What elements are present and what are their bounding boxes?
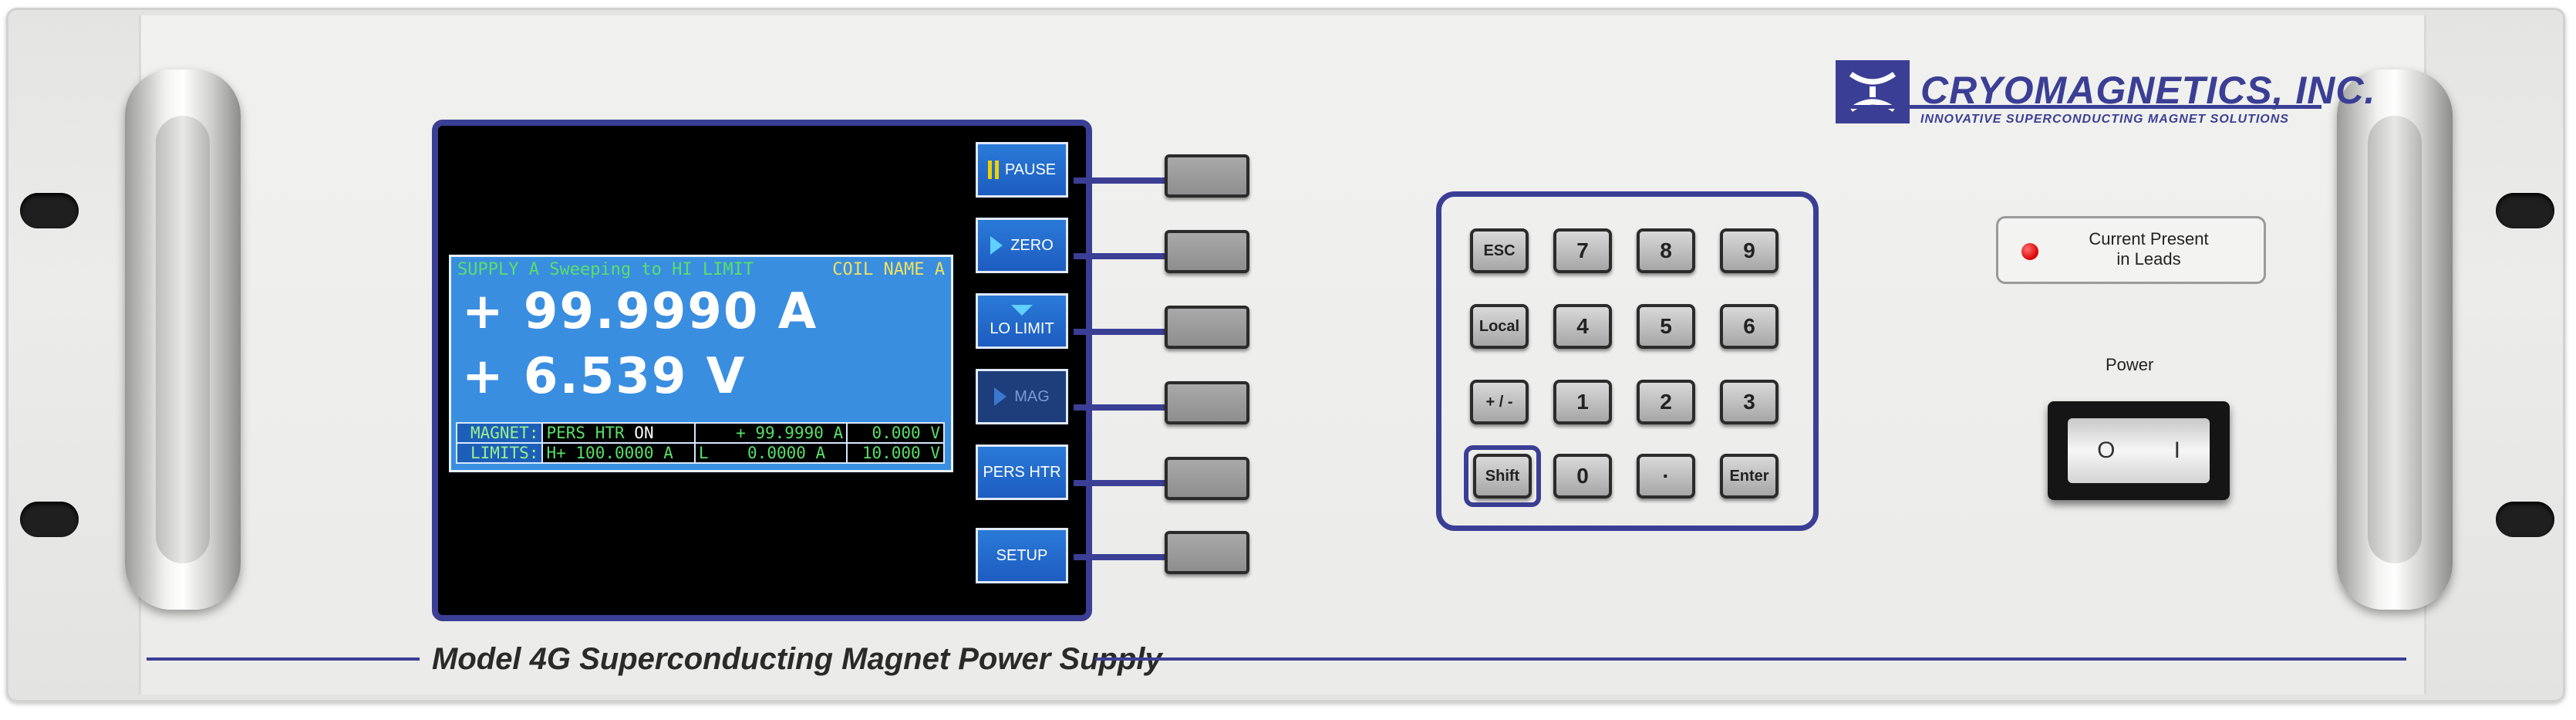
softkey-zero[interactable]: ZERO <box>976 218 1068 273</box>
left-handle[interactable] <box>125 69 241 610</box>
limits-row: LIMITS: H+ 100.0000 A L 0.0000 A 10.000 … <box>455 442 945 464</box>
play-icon <box>990 236 1003 255</box>
low-limit: L 0.0000 A <box>693 442 848 464</box>
key-connector <box>1074 480 1165 486</box>
power-switch[interactable]: O I <box>2048 401 2230 500</box>
magnet-voltage: 0.000 V <box>846 422 945 444</box>
softkey-pause-label: PAUSE <box>1004 161 1057 178</box>
high-limit: H+ 100.0000 A <box>541 442 696 464</box>
brand-tagline: INNOVATIVE SUPERCONDUCTING MAGNET SOLUTI… <box>1920 113 2289 126</box>
heater-cell: PERS HTR ON <box>541 422 696 444</box>
key-shift[interactable]: Shift <box>1473 454 1532 499</box>
current-present-indicator: Current Present in Leads <box>1996 216 2266 284</box>
softkey-mag-label: MAG <box>1014 387 1050 405</box>
key-1[interactable]: 1 <box>1553 380 1612 424</box>
key-plus-minus[interactable]: + / - <box>1470 380 1529 424</box>
pause-icon <box>987 161 999 179</box>
model-rule-left <box>147 657 420 661</box>
model-label: Model 4G Superconducting Magnet Power Su… <box>432 642 1162 676</box>
triangle-down-icon <box>1011 304 1033 316</box>
logo-underline <box>1836 105 2321 109</box>
limits-label: LIMITS: <box>455 442 544 464</box>
softkey-lo-limit-label: LO LIMIT <box>990 319 1054 337</box>
key-3[interactable]: 3 <box>1720 380 1779 424</box>
softkey-lo-limit[interactable]: LO LIMIT <box>976 293 1068 349</box>
power-off-symbol: O <box>2097 438 2116 463</box>
softkey-zero-label: ZERO <box>1010 236 1054 254</box>
cryomagnetics-logo-icon <box>1836 60 1910 123</box>
lcd-screen: SUPPLY A Sweeping to HI LIMIT COIL NAME … <box>449 255 953 472</box>
key-4[interactable]: 4 <box>1553 304 1612 349</box>
indicator-label: Current Present in Leads <box>2045 229 2253 269</box>
power-rocker[interactable]: O I <box>2068 418 2210 483</box>
side-button-6[interactable] <box>1165 531 1249 574</box>
play-icon <box>994 387 1007 406</box>
rack-mount-hole <box>2496 193 2554 228</box>
rack-mount-hole <box>2496 502 2554 537</box>
key-enter[interactable]: Enter <box>1720 454 1779 499</box>
heater-state: ON <box>634 424 654 442</box>
softkey-pers-htr[interactable]: PERS HTR <box>976 445 1068 500</box>
softkey-pause[interactable]: PAUSE <box>976 142 1068 198</box>
magnet-label: MAGNET: <box>455 422 544 444</box>
key-9[interactable]: 9 <box>1720 228 1779 273</box>
magnet-current: + 99.9990 A <box>693 422 848 444</box>
key-0[interactable]: 0 <box>1553 454 1612 499</box>
key-2[interactable]: 2 <box>1637 380 1695 424</box>
key-7[interactable]: 7 <box>1553 228 1612 273</box>
softkey-setup-label: SETUP <box>996 546 1048 564</box>
model-rule-right <box>1095 657 2406 661</box>
softkey-pers-htr-label: PERS HTR <box>983 463 1061 481</box>
softkey-setup[interactable]: SETUP <box>976 528 1068 583</box>
side-button-1[interactable] <box>1165 154 1249 198</box>
power-label: Power <box>2106 355 2154 374</box>
key-decimal[interactable]: · <box>1637 454 1695 499</box>
side-button-2[interactable] <box>1165 230 1249 273</box>
key-connector <box>1074 329 1165 335</box>
side-button-5[interactable] <box>1165 457 1249 500</box>
key-esc[interactable]: ESC <box>1470 228 1529 273</box>
right-handle[interactable] <box>2337 69 2453 610</box>
sweep-status: SUPPLY A Sweeping to HI LIMIT <box>457 260 754 279</box>
key-5[interactable]: 5 <box>1637 304 1695 349</box>
shift-highlight <box>1464 445 1541 507</box>
softkey-mag[interactable]: MAG <box>976 369 1068 424</box>
coil-name: COIL NAME A <box>832 260 945 279</box>
current-readout: + 99.9990 A <box>462 283 818 340</box>
rack-mount-hole <box>20 502 79 537</box>
power-on-symbol: I <box>2173 438 2180 463</box>
key-8[interactable]: 8 <box>1637 228 1695 273</box>
led-indicator-icon <box>2021 243 2038 260</box>
key-connector <box>1074 554 1165 560</box>
side-button-4[interactable] <box>1165 381 1249 424</box>
indicator-line-1: Current Present <box>2089 229 2209 248</box>
key-local[interactable]: Local <box>1470 304 1529 349</box>
key-connector <box>1074 177 1165 184</box>
voltage-readout: + 6.539 V <box>462 348 747 405</box>
side-button-3[interactable] <box>1165 306 1249 349</box>
key-connector <box>1074 404 1165 411</box>
rack-mount-hole <box>20 193 79 228</box>
key-connector <box>1074 253 1165 259</box>
indicator-line-2: in Leads <box>2116 249 2181 269</box>
voltage-limit: 10.000 V <box>846 442 945 464</box>
status-table: MAGNET: PERS HTR ON + 99.9990 A 0.000 V … <box>455 422 945 464</box>
keypad-frame <box>1436 191 1819 531</box>
brand-name: CRYOMAGNETICS, INC. <box>1920 69 2376 112</box>
heater-label: PERS HTR <box>546 424 625 442</box>
magnet-row: MAGNET: PERS HTR ON + 99.9990 A 0.000 V <box>455 422 945 444</box>
key-6[interactable]: 6 <box>1720 304 1779 349</box>
